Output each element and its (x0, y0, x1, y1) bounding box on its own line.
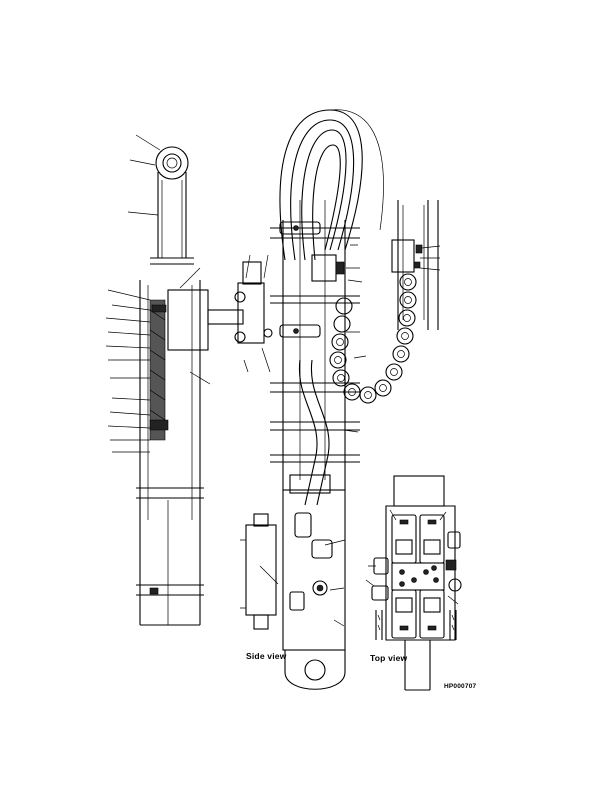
drawing-code: HP000707 (444, 683, 477, 690)
fitting-round (312, 580, 328, 596)
valve-manifold-top-view (365, 475, 462, 691)
chain-end-bracket (391, 239, 415, 273)
boom-column (282, 220, 346, 490)
manifold-housing (393, 475, 445, 507)
pivot-plate (167, 289, 209, 351)
side-view-label: Side view (246, 651, 287, 661)
solenoid-lower-left (391, 589, 417, 639)
lower-clamp-band (136, 584, 204, 596)
manifold-center-block (391, 562, 445, 591)
cylinder-assembly (105, 134, 273, 626)
rod-eye-bearing (162, 153, 182, 173)
cylinder-barrel (139, 280, 201, 520)
gland-section (149, 299, 166, 441)
fitting-upper (294, 512, 312, 538)
hose-clamp-upper (279, 221, 321, 235)
hose-and-valve-column (240, 109, 384, 690)
mounting-bracket (237, 282, 265, 344)
solenoid-lower-right (419, 589, 445, 639)
hose-clamp-middle (279, 324, 321, 338)
rod-eye-outer (155, 146, 189, 180)
valve-body-side-view (282, 489, 346, 651)
valve-mount-eye (304, 659, 326, 681)
cable-carrier-chain (329, 200, 441, 404)
top-view-label: Top view (370, 653, 408, 663)
side-solenoid (245, 524, 277, 616)
